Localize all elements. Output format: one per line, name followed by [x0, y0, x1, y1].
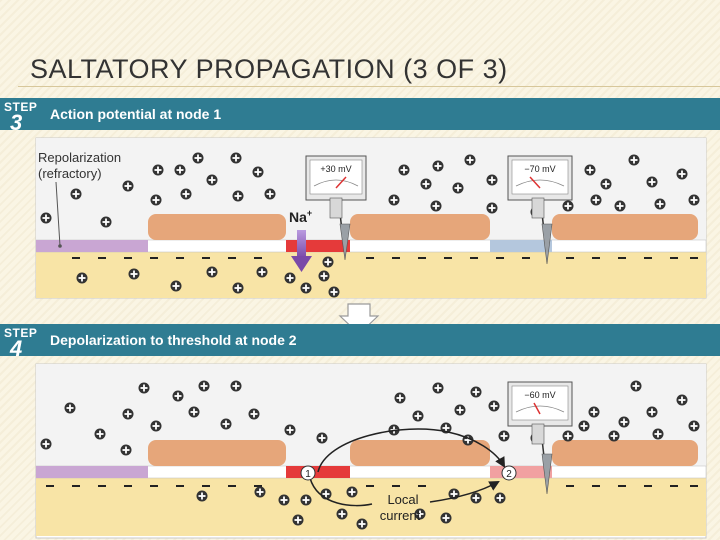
- step4-myelin-sheath-1: [148, 440, 286, 466]
- step3-resting-node-2: [490, 240, 552, 252]
- step3-axoplasm: [36, 252, 706, 298]
- step3-myelin-sheath-3: [552, 214, 698, 240]
- step4-node1-marker: 1: [300, 465, 316, 481]
- step3-myelin-sheath-2: [350, 214, 490, 240]
- svg-text:1: 1: [305, 469, 311, 480]
- step4-refractory-node: [36, 466, 148, 478]
- step4-current-label: current: [380, 508, 421, 523]
- step3-repolarization-label: Repolarization: [38, 150, 121, 165]
- step4-axon-diagram: Local current 1 2 −60 mV: [35, 363, 707, 539]
- step3-axon-diagram: Repolarization (refractory) Na+ +30 mV −…: [35, 137, 707, 299]
- step4-heading: Depolarization to threshold at node 2: [50, 332, 297, 348]
- step3-refractory-label: (refractory): [38, 166, 102, 181]
- step3-heading: Action potential at node 1: [50, 106, 222, 122]
- step3-refractory-pointer: [55, 181, 62, 248]
- step3-meter1-reading: +30 mV: [320, 164, 351, 174]
- step4-local-label: Local: [387, 492, 418, 507]
- title-underline: [18, 86, 720, 87]
- step3-voltmeter-2: [507, 155, 573, 265]
- step4-node2-marker: 2: [501, 465, 517, 481]
- step3-step-number: 3: [10, 110, 23, 135]
- step3-meter2-reading: −70 mV: [524, 164, 555, 174]
- step4-axoplasm: [36, 478, 706, 536]
- step3-active-node-1: [286, 240, 350, 252]
- step3-sodium-influx-arrow: [291, 230, 312, 272]
- step4-myelin-sheath-2: [350, 440, 490, 466]
- step4-upper-current-arc: [317, 428, 506, 473]
- step4-step-label: STEP: [4, 326, 38, 340]
- step4-header-bar: STEP 4 Depolarization to threshold at no…: [0, 324, 720, 361]
- step4-lower-current-arrow: [429, 480, 500, 503]
- step3-step-label: STEP: [4, 100, 38, 114]
- step4-myelin-sheath-3: [552, 440, 698, 466]
- step3-refractory-node: [36, 240, 148, 252]
- step3-header-bar: STEP 3 Action potential at node 1: [0, 98, 720, 135]
- step4-meter-reading: −60 mV: [524, 390, 555, 400]
- slide-title: SALTATORY PROPAGATION (3 OF 3): [30, 54, 508, 84]
- svg-text:2: 2: [506, 469, 512, 480]
- step4-step-number: 4: [10, 336, 23, 361]
- step4-lower-current-arc: [309, 477, 373, 507]
- step4-voltmeter: [507, 381, 573, 495]
- step3-sodium-label: Na+: [289, 208, 312, 225]
- step3-voltmeter-1: [305, 155, 367, 261]
- step3-myelin-sheath-1: [148, 214, 286, 240]
- step4-threshold-node-2: [490, 466, 552, 478]
